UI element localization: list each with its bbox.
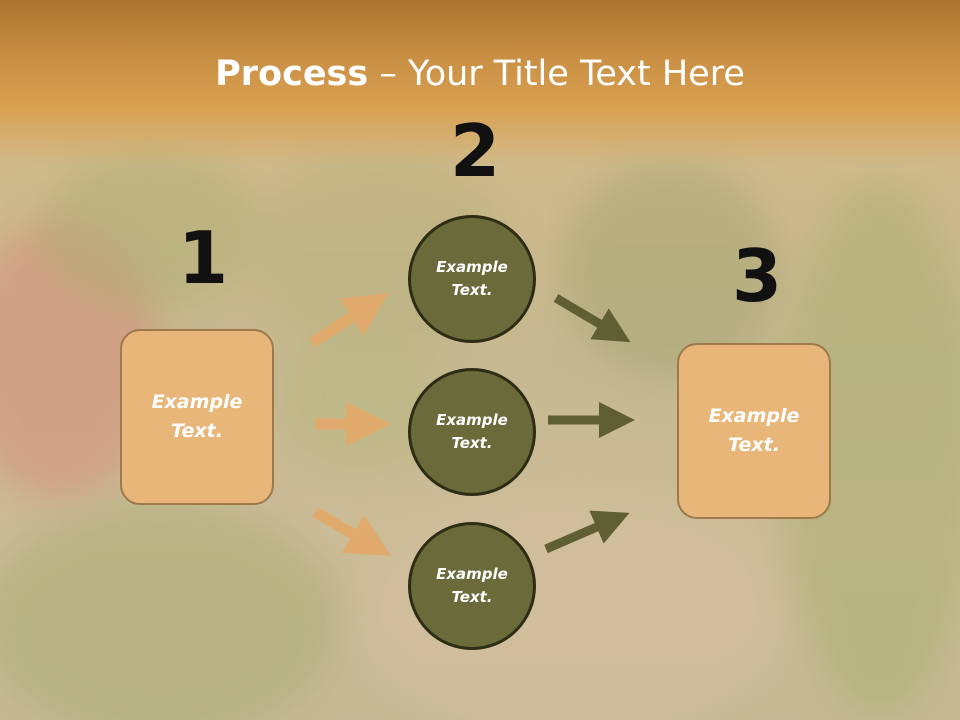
circle-top: Example Text. [408,215,536,343]
circle-middle-line1: Example [436,411,508,429]
step-number-1: 1 [178,216,229,300]
circle-bottom-line2: Text. [451,588,493,606]
title-bold: Process [215,54,369,94]
circle-top-line1: Example [436,258,508,276]
step-1-line1: Example [151,391,243,413]
arrow-from-top-circle [553,294,631,343]
circle-middle-line2: Text. [451,434,493,452]
arrow-from-bottom-circle [544,510,630,554]
step-3-line2: Text. [728,434,780,456]
step-number-2: 2 [450,109,501,193]
step-1-box: Example Text. [120,329,274,505]
step-3-line1: Example [708,405,800,427]
step-3-box: Example Text. [677,343,831,519]
circle-top-line2: Text. [451,281,493,299]
arrow-to-top-circle [308,292,389,348]
circle-middle: Example Text. [408,368,536,496]
arrow-to-bottom-circle [312,507,392,557]
title-rest: – Your Title Text Here [368,54,745,94]
step-1-line2: Text. [171,420,223,442]
circle-bottom: Example Text. [408,522,536,650]
circle-bottom-line1: Example [436,565,508,583]
step-number-3: 3 [732,234,783,318]
slide-title: Process – Your Title Text Here [0,52,960,96]
